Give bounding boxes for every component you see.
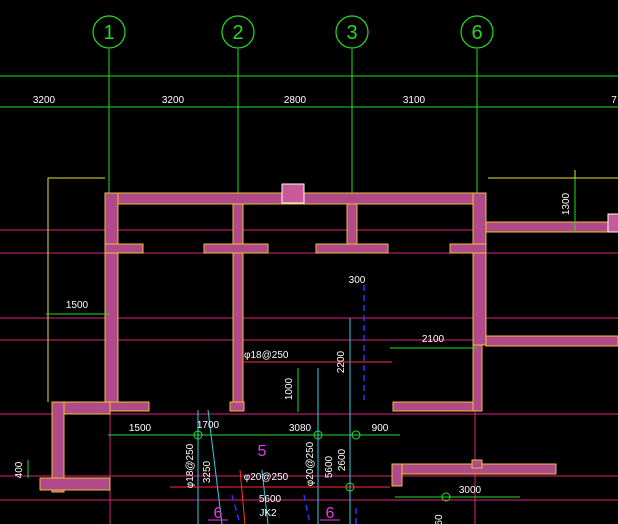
rebar-phi20-250-a: φ20@250 — [244, 472, 289, 483]
blue-dashed-lines — [231, 285, 365, 524]
dim-1300: 1300 — [561, 192, 572, 215]
dim-1000: 1000 — [284, 377, 295, 400]
axis-bubble-3 — [335, 15, 369, 49]
axis-label-1: 1 — [103, 22, 114, 44]
rebar-phi20-250-b: φ20@250 — [305, 441, 316, 486]
dim-2600: 2600 — [337, 448, 348, 471]
cyan-lines — [197, 318, 351, 524]
top-dimension-lines — [0, 75, 618, 108]
mark-6-b: 6 — [326, 505, 335, 522]
dim-3080: 3080 — [289, 423, 312, 434]
rebar-phi18-250-a: φ18@250 — [244, 350, 289, 361]
dim-300: 300 — [349, 275, 366, 286]
dim-400: 400 — [14, 461, 25, 478]
dim-1500-bottom: 1500 — [129, 423, 152, 434]
mark-5: 5 — [258, 443, 267, 460]
top-dim-2800: 2800 — [284, 95, 307, 106]
axis-bubble-1 — [92, 15, 126, 49]
axis-label-6: 6 — [471, 22, 482, 44]
dim-1500-left: 1500 — [66, 300, 89, 311]
grid-axis-bubbles — [92, 15, 494, 49]
top-dim-3200-a: 3200 — [33, 95, 56, 106]
dim-5600-vertical: 5600 — [324, 455, 335, 478]
red-lines — [170, 361, 392, 524]
label-jk2: JK2 — [259, 508, 277, 519]
top-dim-cut: 7 — [611, 95, 617, 106]
top-dim-3100: 3100 — [403, 95, 426, 106]
dim-3000: 3000 — [459, 485, 482, 496]
dim-900: 900 — [372, 423, 389, 434]
axis-bubble-2 — [221, 15, 255, 49]
dim-3250: 3250 — [202, 460, 213, 483]
rebar-phi18-250-b: φ18@250 — [185, 443, 196, 488]
axis-bubble-6 — [460, 15, 494, 49]
beam-opening-box — [281, 183, 305, 204]
dim-2200: 2200 — [336, 350, 347, 373]
dim-5600: 5600 — [259, 494, 282, 505]
dim-2100: 2100 — [422, 334, 445, 345]
grid-axis-lines — [108, 49, 478, 200]
mark-6-a: 6 — [214, 505, 223, 522]
right-end-box — [607, 213, 618, 233]
axis-label-3: 3 — [346, 22, 357, 44]
top-dim-3200-b: 3200 — [162, 95, 185, 106]
axis-label-2: 2 — [232, 22, 243, 44]
dim-1700: 1700 — [197, 420, 220, 431]
dim-60: 60 — [434, 514, 445, 524]
